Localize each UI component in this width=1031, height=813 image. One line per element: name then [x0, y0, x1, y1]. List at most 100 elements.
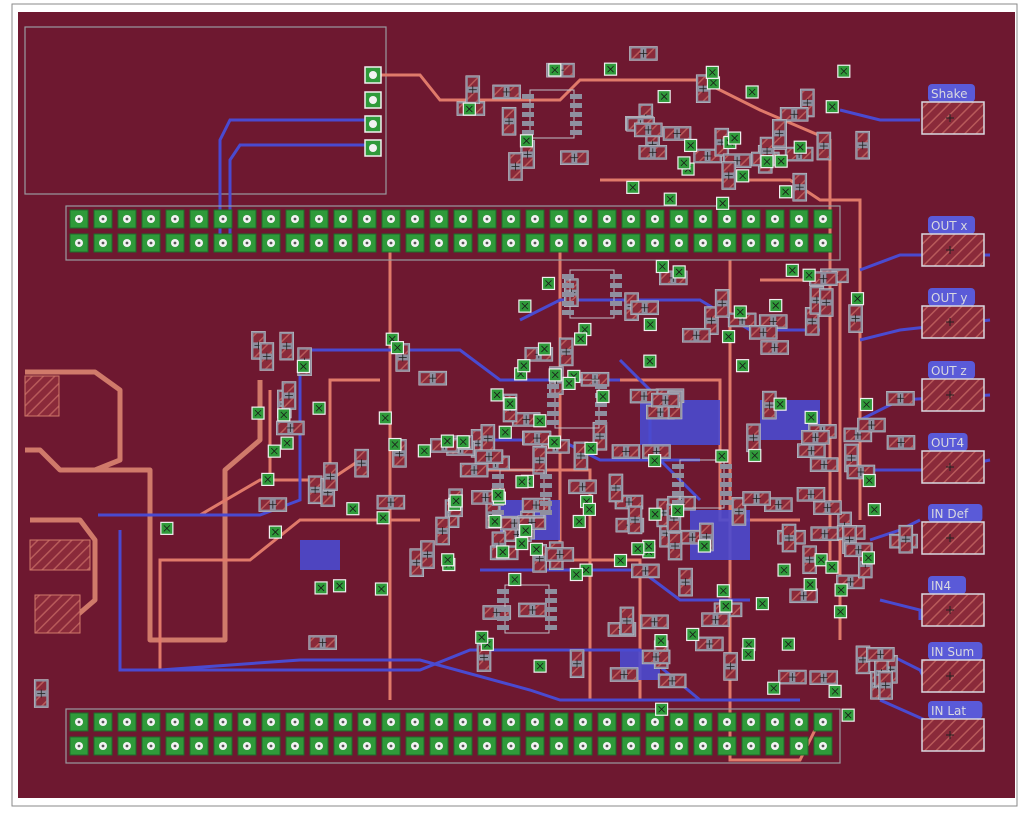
smd-component: [792, 172, 808, 202]
via: [280, 436, 294, 450]
via: [498, 425, 512, 439]
via: [814, 553, 828, 567]
via: [715, 449, 729, 463]
smd-component: [802, 545, 817, 575]
smd-component: [816, 131, 832, 161]
smd-component: [629, 46, 658, 61]
via: [859, 397, 874, 412]
smd-component: [611, 444, 641, 459]
smd-component: [474, 449, 504, 464]
via: [671, 504, 685, 518]
smd-component: [420, 540, 435, 569]
via: [781, 637, 795, 651]
via: [643, 317, 657, 332]
ic-package: [562, 269, 622, 319]
smd-component: [682, 327, 711, 343]
via: [441, 553, 455, 567]
via: [850, 292, 865, 306]
smd-component: [801, 429, 830, 445]
via: [745, 85, 759, 99]
via: [626, 180, 640, 194]
smd-component: [608, 473, 624, 503]
connector-label-tab: [928, 701, 983, 719]
via: [741, 647, 755, 661]
smd-component: [789, 588, 818, 604]
connector-label-tab: [928, 642, 983, 660]
smd-component: [662, 126, 692, 141]
smd-component: [465, 75, 481, 105]
smd-component: [898, 524, 914, 554]
smd-component: [619, 606, 635, 636]
smd-component: [809, 670, 839, 685]
via: [862, 473, 876, 488]
via: [491, 488, 505, 502]
smd-component: [886, 390, 915, 406]
smd-component: [651, 392, 680, 408]
via: [503, 397, 517, 411]
smd-component: [545, 547, 575, 562]
smd-component: [742, 491, 771, 506]
smd-component: [501, 106, 517, 136]
via: [672, 265, 686, 279]
via: [802, 268, 816, 282]
via: [837, 64, 851, 78]
via: [267, 444, 281, 458]
connector-label-tab: [928, 84, 975, 102]
via: [748, 448, 762, 463]
via: [533, 659, 547, 673]
via: [475, 630, 489, 644]
via: [684, 138, 698, 153]
via: [496, 545, 510, 559]
smd-component: [459, 462, 489, 478]
via: [548, 63, 562, 77]
connector-in-lat: IN Lat: [921, 701, 985, 752]
connector-label: OUT z: [931, 364, 967, 378]
smd-component: [558, 337, 574, 367]
smd-component: [810, 526, 840, 542]
via: [572, 514, 586, 529]
via: [603, 62, 618, 76]
via: [378, 411, 392, 425]
via: [456, 435, 470, 449]
smd-component: [778, 669, 807, 685]
via: [562, 376, 576, 391]
smd-component: [638, 145, 668, 160]
header-bottom-pin-header: [65, 708, 841, 764]
via: [648, 507, 662, 521]
via: [268, 525, 283, 539]
via: [574, 332, 588, 346]
connector-label-tab: [928, 216, 975, 234]
smd-component: [878, 671, 893, 700]
via: [515, 475, 529, 489]
via: [584, 441, 598, 455]
ic-package: [672, 459, 732, 509]
smd-component: [518, 602, 547, 618]
via: [828, 684, 842, 698]
smd-component: [723, 652, 738, 681]
via: [515, 536, 529, 551]
left-pad-3: [29, 539, 91, 571]
connector-label: IN Lat: [931, 704, 966, 718]
smd-component: [796, 487, 826, 502]
via: [655, 259, 669, 274]
via: [760, 155, 774, 169]
connector-label: IN4: [931, 579, 951, 593]
via: [449, 494, 463, 508]
via: [833, 605, 848, 619]
smd-component: [779, 107, 809, 122]
smd-component: [695, 636, 724, 652]
via: [677, 156, 691, 170]
via: [547, 435, 562, 449]
smd-component: [746, 423, 761, 453]
smd-component: [760, 340, 789, 355]
smd-component: [281, 381, 297, 410]
connector-in4: IN4: [921, 576, 985, 627]
smd-component: [866, 647, 895, 662]
smd-component: [609, 667, 639, 682]
smd-component: [418, 370, 448, 386]
via: [261, 472, 275, 487]
via: [517, 359, 531, 373]
via: [251, 406, 265, 420]
via: [773, 397, 787, 411]
